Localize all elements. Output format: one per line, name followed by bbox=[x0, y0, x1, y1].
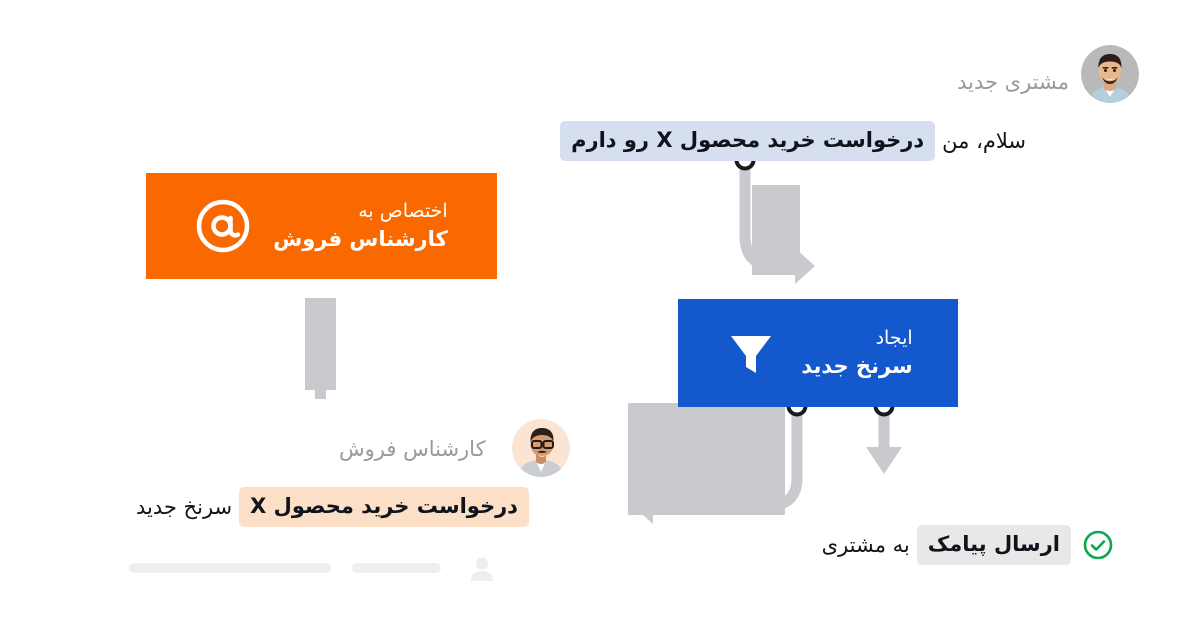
arrowhead-lead-to-agent bbox=[633, 488, 653, 524]
agent-message-highlight[interactable]: درخواست خرید محصول X bbox=[239, 487, 529, 527]
funnel-icon bbox=[723, 325, 779, 381]
customer-message-highlight[interactable]: درخواست خرید محصول X رو دارم bbox=[560, 121, 936, 161]
connector-customer-to-lead bbox=[739, 161, 800, 272]
card-assign-text: اختصاص به کارشناس فروش bbox=[273, 199, 447, 253]
sms-action-row: ارسال پیامک به مشتری bbox=[822, 525, 1114, 565]
connector-lead-to-agent bbox=[648, 406, 803, 512]
card-assign-to-sales-agent[interactable]: اختصاص به کارشناس فروش bbox=[146, 173, 497, 279]
skeleton-row bbox=[129, 556, 495, 582]
agent-message-prefix: سرنخ جدید bbox=[136, 495, 233, 519]
at-sign-icon bbox=[195, 198, 251, 254]
card-lead-line1: ایجاد bbox=[875, 327, 913, 349]
skeleton-bar-long bbox=[129, 563, 331, 573]
customer-avatar-image bbox=[1081, 45, 1139, 103]
sms-suffix: به مشتری bbox=[821, 533, 910, 557]
customer-avatar bbox=[1081, 45, 1139, 103]
agent-avatar-image bbox=[512, 419, 570, 477]
card-lead-line2: سرنخ جدید bbox=[801, 353, 913, 378]
gray-node-under-assign-tip bbox=[315, 390, 326, 399]
sms-message-row: ارسال پیامک به مشتری bbox=[822, 525, 1114, 565]
gray-node-under-assign bbox=[305, 298, 336, 390]
agent-message-row: درخواست خرید محصول X سرنخ جدید bbox=[136, 487, 529, 527]
customer-message-prefix: سلام، من bbox=[942, 129, 1026, 153]
card-assign-line1: اختصاص به bbox=[358, 200, 448, 222]
customer-label: مشتری جدید bbox=[957, 70, 1069, 94]
check-circle-icon bbox=[1082, 529, 1114, 561]
arrowhead-customer-to-lead bbox=[795, 248, 815, 284]
gray-node-bottom-left bbox=[628, 403, 785, 515]
arrowhead-lead-to-sms bbox=[866, 447, 902, 474]
agent-avatar bbox=[512, 419, 570, 477]
card-assign-line2: کارشناس فروش bbox=[273, 226, 448, 251]
card-lead-text: ایجاد سرنخ جدید bbox=[801, 326, 912, 380]
card-create-new-lead[interactable]: ایجاد سرنخ جدید bbox=[678, 299, 958, 407]
agent-label: کارشناس فروش bbox=[339, 437, 486, 461]
person-icon bbox=[468, 556, 496, 586]
gray-node-top bbox=[752, 185, 800, 275]
sms-highlight[interactable]: ارسال پیامک bbox=[916, 525, 1071, 565]
skeleton-bar-short bbox=[352, 563, 441, 573]
customer-message-row: سلام، من درخواست خرید محصول X رو دارم bbox=[560, 121, 1026, 161]
